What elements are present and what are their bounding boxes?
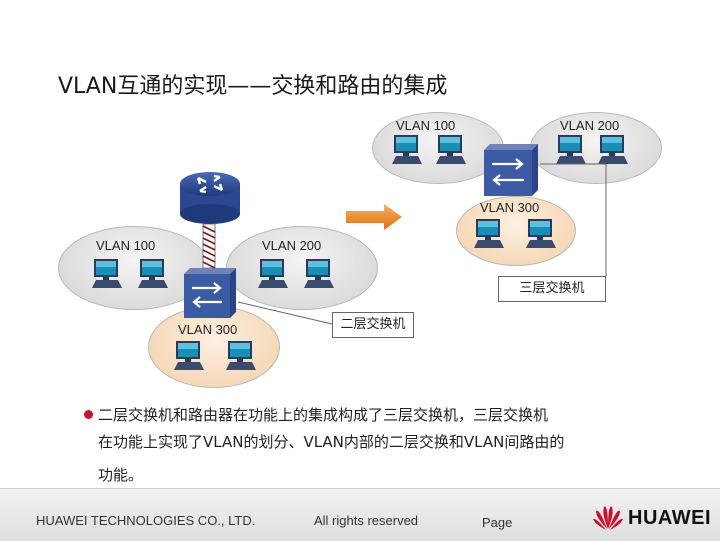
layer2-callout-line [237, 301, 333, 325]
pc-icon [436, 134, 466, 168]
transform-arrow-icon [346, 204, 402, 230]
layer3-switch-icon [478, 142, 540, 198]
vlan-300-label-left: VLAN 300 [178, 322, 238, 337]
bullet-paragraph: 二层交换机和路由器在功能上的集成构成了三层交换机，三层交换机 在功能上实现了VL… [98, 402, 668, 489]
vlan-200-label-left: VLAN 200 [262, 238, 322, 253]
pc-icon [556, 134, 586, 168]
huawei-logo-icon [592, 503, 624, 531]
layer2-switch-label: 二层交换机 [332, 312, 414, 338]
pc-icon [392, 134, 422, 168]
footer-company: HUAWEI TECHNOLOGIES CO., LTD. [36, 513, 256, 528]
slide-title: VLAN互通的实现——交换和路由的集成 [58, 74, 448, 99]
pc-icon [138, 258, 168, 292]
vlan-200-area-left [226, 226, 378, 310]
trunk-link [201, 223, 217, 269]
pc-icon [474, 218, 504, 252]
bullet-line-3: 功能。 [98, 466, 144, 484]
pc-icon [174, 340, 204, 374]
bullet-line-1: 二层交换机和路由器在功能上的集成构成了三层交换机，三层交换机 [98, 406, 549, 424]
huawei-logo-text: HUAWEI [628, 507, 711, 529]
layer2-switch-icon [178, 266, 238, 320]
bullet-line-2: 在功能上实现了VLAN的划分、VLAN内部的二层交换和VLAN间路由的 [98, 433, 565, 451]
vlan-200-label-right: VLAN 200 [560, 118, 620, 133]
pc-icon [226, 340, 256, 374]
footer-bar: HUAWEI TECHNOLOGIES CO., LTD. All rights… [0, 488, 720, 541]
footer-page: Page [482, 515, 513, 530]
vlan-300-label-right: VLAN 300 [480, 200, 540, 215]
vlan-100-label-left: VLAN 100 [96, 238, 156, 253]
layer3-callout-line [540, 163, 607, 276]
pc-icon [526, 218, 556, 252]
router-icon [178, 168, 242, 226]
vlan-100-label-right: VLAN 100 [396, 118, 456, 133]
bullet-dot [84, 410, 93, 419]
vlan-300-area-left [148, 306, 280, 388]
pc-icon [92, 258, 122, 292]
layer3-switch-label: 三层交换机 [498, 276, 606, 302]
pc-icon [258, 258, 288, 292]
footer-rights: All rights reserved [314, 513, 419, 528]
pc-icon [598, 134, 628, 168]
pc-icon [304, 258, 334, 292]
